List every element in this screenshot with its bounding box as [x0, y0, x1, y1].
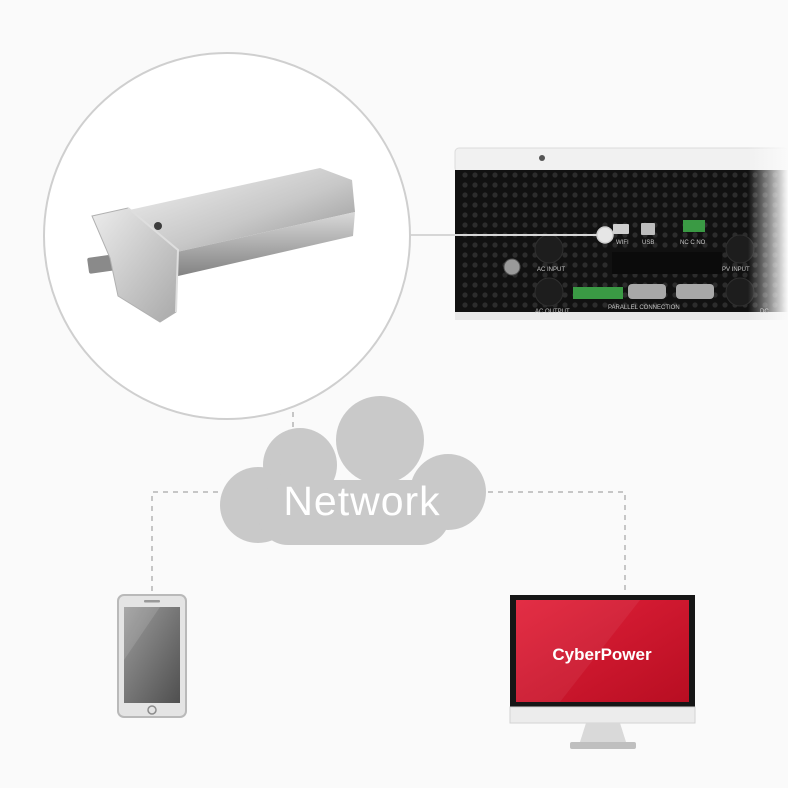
ac-input-gland — [534, 234, 564, 264]
phone-home-button — [147, 705, 157, 715]
ac-output-gland — [534, 277, 564, 307]
parallel-port-a — [628, 284, 666, 299]
monitor-glare — [516, 600, 640, 702]
smartphone — [117, 594, 187, 718]
parallel-port-b — [676, 284, 714, 299]
wifi-label: WIFI — [616, 240, 629, 246]
inverter-led — [539, 155, 545, 161]
phone-screen — [124, 607, 180, 703]
usb-label: USB — [642, 240, 654, 246]
connector-cloud-to-phone — [151, 491, 238, 592]
parallel-label: PARALLEL CONNECTION — [608, 305, 680, 311]
wifi-dongle — [87, 168, 355, 323]
monitor-brand-logo: CyberPower — [552, 645, 652, 664]
phone-glare — [124, 607, 160, 660]
ac-output-label: AC OUTPUT — [535, 309, 570, 315]
dongle-led — [154, 222, 162, 230]
monitor-base — [570, 742, 636, 749]
relay-label: NC C NO — [680, 240, 706, 246]
card-slot — [612, 252, 722, 274]
connector-cloud-to-monitor — [488, 491, 626, 592]
dongle-body-top — [120, 168, 355, 258]
ground-screw — [503, 258, 521, 276]
phone-speaker — [144, 600, 160, 603]
desktop-monitor: CyberPower — [509, 595, 696, 749]
usb-port — [641, 223, 655, 235]
ac-input-label: AC INPUT — [537, 267, 565, 273]
inverter-fade-edge — [748, 145, 788, 325]
inverter-unit: WIFI USB NC C NO AC INPUT AC OUTPUT PV I… — [454, 145, 788, 325]
dongle-cap-edge — [127, 207, 180, 313]
pv-input-label: PV INPUT — [722, 267, 750, 273]
callout-dot — [596, 226, 614, 244]
dongle-body-side — [150, 212, 355, 282]
relay-terminal — [683, 220, 705, 232]
monitor-neck — [580, 723, 626, 742]
monitor-screen — [516, 600, 689, 702]
parallel-terminal — [573, 287, 623, 299]
inverter-bottom-edge — [455, 312, 788, 320]
monitor-chin — [509, 706, 696, 724]
wifi-port — [613, 224, 629, 234]
network-cloud — [220, 396, 486, 545]
dongle-usb-plug — [87, 254, 117, 274]
cloud-label: Network — [283, 478, 440, 524]
inverter-top-cap — [454, 147, 788, 173]
